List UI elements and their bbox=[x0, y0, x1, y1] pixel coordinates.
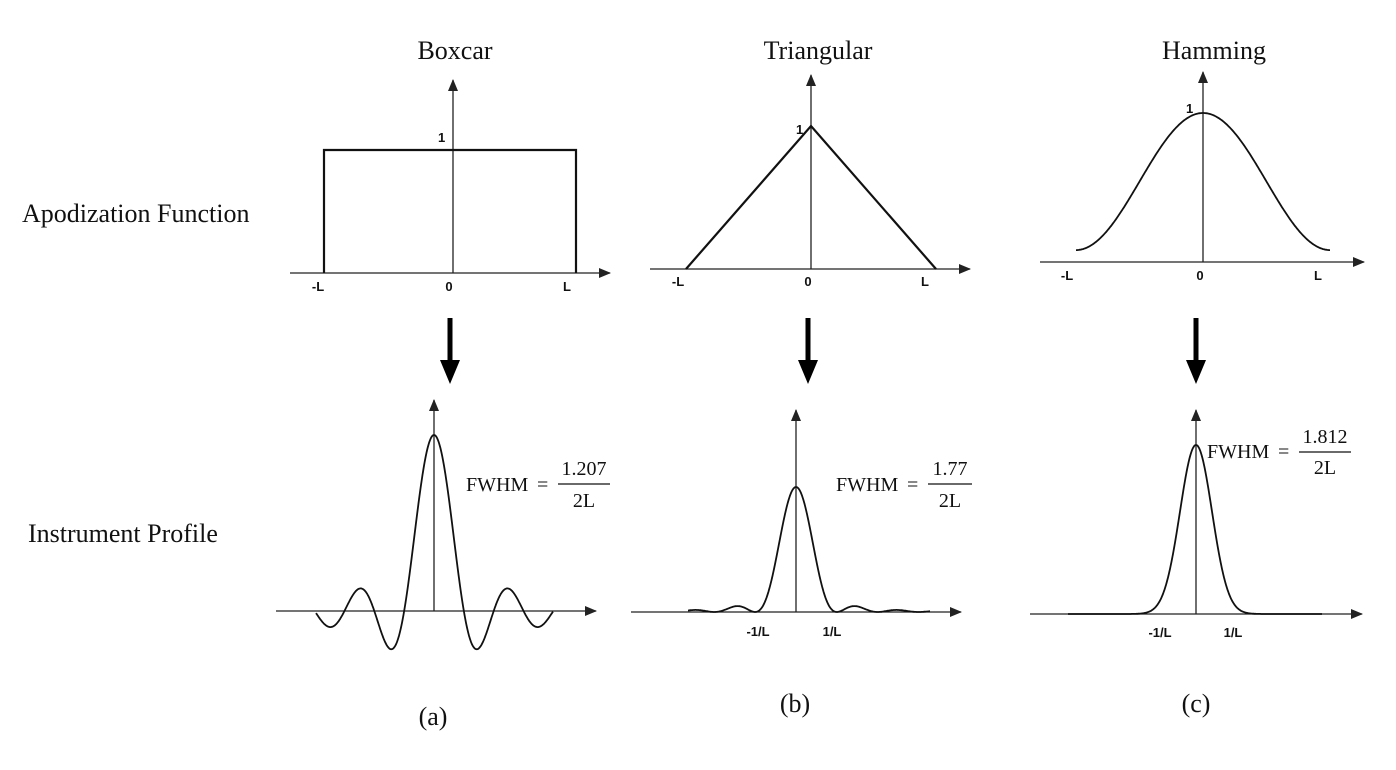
tick-label: -1/L bbox=[1148, 625, 1171, 640]
tick-label: 0 bbox=[1196, 268, 1203, 283]
hamming-apodization-plot: 1 -L 0 L bbox=[1040, 71, 1365, 283]
tick-label: 0 bbox=[445, 279, 452, 294]
boxcar-function bbox=[322, 148, 578, 273]
sinc-squared-profile bbox=[688, 486, 930, 613]
tick-label: 1/L bbox=[1224, 625, 1243, 640]
row-label-profile: Instrument Profile bbox=[28, 519, 218, 548]
triangular-apodization-plot: 1 -L 0 L bbox=[650, 74, 971, 289]
hamming-profile bbox=[1068, 444, 1322, 615]
fwhm-eq: = bbox=[537, 474, 548, 496]
peak-label: 1 bbox=[438, 130, 445, 145]
col-title-triangular: Triangular bbox=[764, 36, 873, 65]
fwhm-label: FWHM bbox=[1207, 441, 1269, 463]
tick-label: 0 bbox=[804, 274, 811, 289]
col-title-hamming: Hamming bbox=[1162, 36, 1266, 65]
fwhm-numerator: 1.812 bbox=[1303, 426, 1348, 448]
col-title-boxcar: Boxcar bbox=[417, 36, 492, 65]
fwhm-numerator: 1.207 bbox=[562, 458, 607, 480]
fwhm-annotation-c: FWHM = 1.812 2L bbox=[1207, 426, 1351, 479]
fwhm-label: FWHM bbox=[466, 474, 528, 496]
peak-label: 1 bbox=[1186, 101, 1193, 116]
boxcar-profile-plot bbox=[276, 399, 597, 651]
tick-label: L bbox=[563, 279, 571, 294]
fwhm-denominator: 2L bbox=[573, 490, 595, 512]
row-label-apodization: Apodization Function bbox=[22, 199, 249, 228]
panel-label-a: (a) bbox=[419, 702, 448, 731]
peak-label: 1 bbox=[796, 122, 803, 137]
fwhm-denominator: 2L bbox=[1314, 457, 1336, 479]
tick-label: -L bbox=[312, 279, 324, 294]
hamming-function bbox=[1076, 112, 1330, 251]
tick-label: L bbox=[1314, 268, 1322, 283]
tick-label: -1/L bbox=[746, 624, 769, 639]
fwhm-label: FWHM bbox=[836, 474, 898, 496]
tick-label: 1/L bbox=[823, 624, 842, 639]
sinc-profile bbox=[315, 434, 554, 651]
boxcar-apodization-plot: 1 -L 0 L bbox=[290, 79, 611, 294]
fwhm-denominator: 2L bbox=[939, 490, 961, 512]
triangular-function bbox=[685, 124, 937, 270]
fwhm-eq: = bbox=[907, 474, 918, 496]
fwhm-annotation-b: FWHM = 1.77 2L bbox=[836, 458, 972, 512]
panel-label-c: (c) bbox=[1182, 689, 1211, 718]
triangular-profile-plot: -1/L 1/L bbox=[631, 409, 962, 639]
down-arrow bbox=[1186, 318, 1206, 384]
tick-label: -L bbox=[1061, 268, 1073, 283]
fwhm-numerator: 1.77 bbox=[933, 458, 968, 480]
fwhm-annotation-a: FWHM = 1.207 2L bbox=[466, 458, 610, 512]
tick-label: -L bbox=[672, 274, 684, 289]
tick-label: L bbox=[921, 274, 929, 289]
fwhm-eq: = bbox=[1278, 441, 1289, 463]
down-arrow bbox=[798, 318, 818, 384]
hamming-profile-plot: -1/L 1/L bbox=[1030, 409, 1363, 640]
panel-label-b: (b) bbox=[780, 689, 810, 718]
down-arrow bbox=[440, 318, 460, 384]
